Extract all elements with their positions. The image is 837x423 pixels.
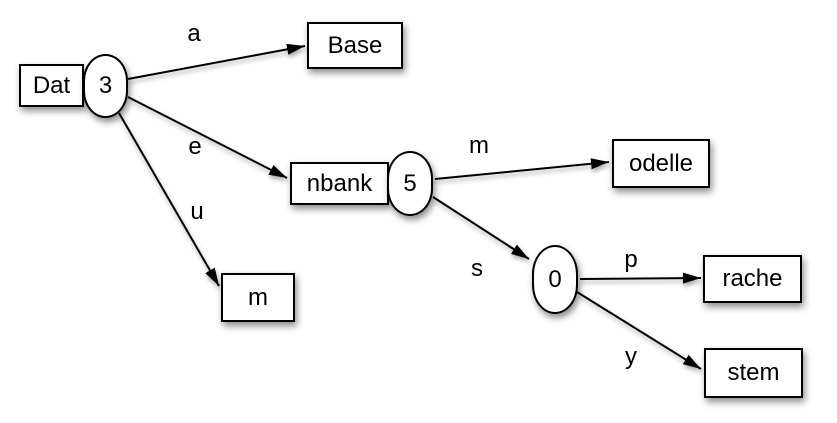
- node-count-5: 5: [387, 151, 433, 216]
- node-count-0: 0: [532, 245, 578, 314]
- edge-s-line: [432, 196, 530, 260]
- edge-label-p: p: [624, 246, 638, 273]
- edge-y-line: [576, 291, 702, 370]
- node-odelle: odelle: [612, 139, 710, 188]
- node-dat: Dat: [19, 64, 84, 107]
- edge-u-line: [118, 112, 220, 287]
- edge-p-line: [579, 272, 702, 284]
- edge-m-line: [434, 158, 610, 180]
- edge-label-s: s: [471, 255, 483, 282]
- edge-e-line: [127, 96, 288, 179]
- node-count-3: 3: [83, 54, 128, 118]
- node-m: m: [221, 273, 295, 322]
- edge-label-a: a: [187, 20, 201, 47]
- edge-label-e: e: [188, 133, 202, 160]
- node-stem: stem: [704, 348, 803, 398]
- edge-a-line: [127, 43, 306, 80]
- node-rache: rache: [703, 255, 802, 303]
- node-nbank: nbank: [290, 162, 389, 205]
- edge-label-u: u: [190, 198, 204, 225]
- edge-label-m: m: [469, 132, 489, 159]
- node-base: Base: [307, 22, 403, 69]
- edge-label-y: y: [625, 343, 637, 370]
